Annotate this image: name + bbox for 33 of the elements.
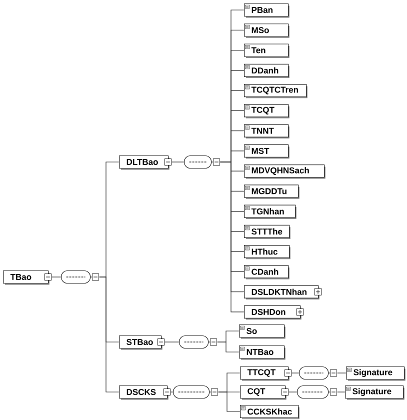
element-box: DSHDon <box>244 305 302 320</box>
element-box: TNNT <box>244 124 290 138</box>
element-box: TBao <box>3 270 50 285</box>
connector-line <box>218 392 240 412</box>
element-box: STBao <box>119 335 162 350</box>
element-box: DSLDKTNhan <box>244 285 320 300</box>
element-box: TTCQT <box>240 366 290 381</box>
element-box: PBan <box>244 3 290 18</box>
element-box: MST <box>244 144 290 158</box>
element-box: Signature <box>346 366 406 381</box>
element-box: STTThe <box>244 224 290 240</box>
element-box: Ten <box>244 44 290 58</box>
element-box: CQT <box>240 385 286 400</box>
connector-line <box>52 276 62 278</box>
element-box: NTBao <box>239 345 286 360</box>
element-box: TCQTCTren <box>244 84 308 98</box>
element-box: MSo <box>244 24 290 38</box>
element-box: TGNhan <box>244 204 296 219</box>
connector-line <box>337 372 346 374</box>
element-box: CDanh <box>244 265 290 280</box>
element-box: TCQT <box>244 104 290 118</box>
element-box: MGDDTu <box>244 184 300 199</box>
element-box: HThuc <box>244 245 290 260</box>
element-box: CCKSKhac <box>240 404 300 420</box>
element-box: DLTBao <box>119 155 170 170</box>
connector-line <box>99 276 120 392</box>
element-box: Signature <box>345 385 404 400</box>
element-box: DSCKS <box>119 385 168 400</box>
connector-line <box>217 342 240 352</box>
element-box: MDVQHNSach <box>244 164 326 179</box>
connector-line <box>292 372 300 374</box>
element-box: DDanh <box>244 64 290 78</box>
element-box: So <box>239 324 286 339</box>
